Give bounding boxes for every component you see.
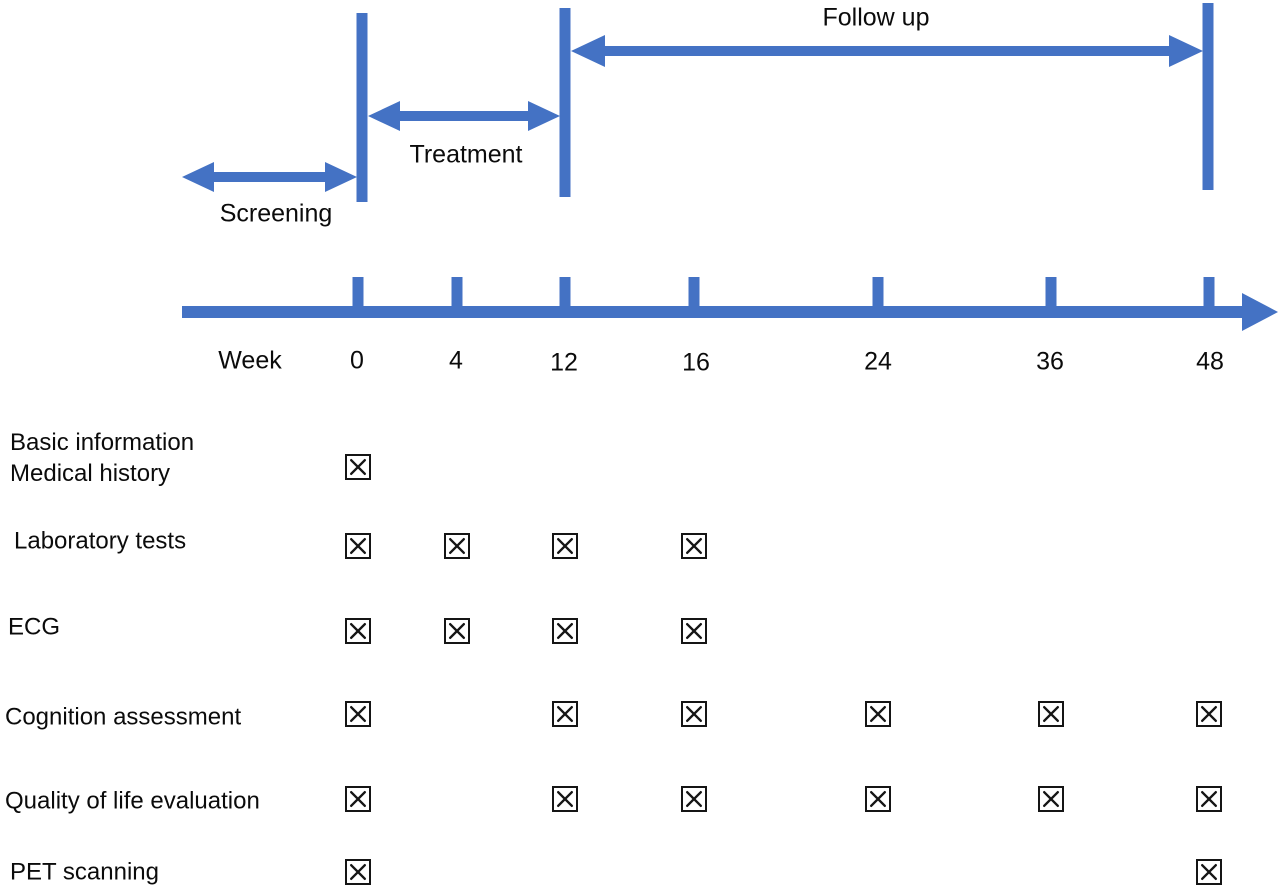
checked-box-icon xyxy=(1196,786,1222,812)
checked-box-icon xyxy=(345,859,371,885)
checked-box-icon xyxy=(345,454,371,480)
week-tick-label-48: 48 xyxy=(1196,347,1224,376)
checked-box-icon xyxy=(444,618,470,644)
checked-box-icon xyxy=(1038,701,1064,727)
checked-box-icon xyxy=(681,786,707,812)
week-tick-label-0: 0 xyxy=(350,346,364,375)
week-tick xyxy=(1203,277,1215,311)
checked-box-icon xyxy=(1196,859,1222,885)
week-tick xyxy=(559,277,571,311)
row-label-pet-scanning: PET scanning xyxy=(10,858,159,886)
week-axis-line xyxy=(182,306,1244,318)
week-tick xyxy=(352,277,364,311)
treatment-arrow-icon xyxy=(368,101,560,131)
checked-box-icon xyxy=(681,533,707,559)
week-axis-label: Week xyxy=(218,346,282,375)
checked-box-icon xyxy=(345,786,371,812)
week-tick-label-12: 12 xyxy=(550,348,578,377)
checked-box-icon xyxy=(865,701,891,727)
week-tick xyxy=(1045,277,1057,311)
timeline-graphics xyxy=(182,3,1278,331)
week12-boundary-bar xyxy=(559,8,571,197)
checked-box-icon xyxy=(865,786,891,812)
row-label-cognition-assessment: Cognition assessment xyxy=(5,703,242,731)
week-tick xyxy=(451,277,463,311)
checked-box-icon xyxy=(345,618,371,644)
phase-label-screening: Screening xyxy=(219,199,333,228)
checked-box-icon xyxy=(552,618,578,644)
checked-box-icon xyxy=(552,786,578,812)
week-tick xyxy=(872,277,884,311)
week0-boundary-bar xyxy=(356,13,368,202)
checked-box-icon xyxy=(681,701,707,727)
week-tick-label-36: 36 xyxy=(1036,347,1064,376)
row-label-basic-information-medical-history: Basic information Medical history xyxy=(10,427,194,489)
row-label-line-1: Basic information xyxy=(10,429,195,456)
follow-up-arrow-icon xyxy=(571,35,1203,67)
checked-box-icon xyxy=(552,533,578,559)
week-axis-arrowhead-icon xyxy=(1242,293,1278,331)
checked-box-icon xyxy=(1038,786,1064,812)
checked-box-icon xyxy=(1196,701,1222,727)
phase-label-treatment: Treatment xyxy=(409,140,523,169)
row-label-quality-of-life-evaluation: Quality of life evaluation xyxy=(5,787,260,815)
checked-box-icon xyxy=(345,533,371,559)
checked-box-icon xyxy=(345,701,371,727)
checked-box-icon xyxy=(444,533,470,559)
row-label-line-2: Medical history xyxy=(10,460,171,487)
screening-arrow-icon xyxy=(182,162,357,192)
row-label-ecg: ECG xyxy=(8,613,61,641)
week-ticks xyxy=(352,277,1215,311)
checked-box-icon xyxy=(681,618,707,644)
checked-box-icon xyxy=(552,701,578,727)
week48-boundary-bar xyxy=(1202,3,1214,190)
phase-label-follow-up: Follow up xyxy=(822,3,930,32)
week-tick-label-16: 16 xyxy=(682,348,710,377)
week-tick-label-4: 4 xyxy=(449,346,463,375)
week-tick xyxy=(688,277,700,311)
week-tick-label-24: 24 xyxy=(864,347,892,376)
row-label-laboratory-tests: Laboratory tests xyxy=(14,527,187,555)
